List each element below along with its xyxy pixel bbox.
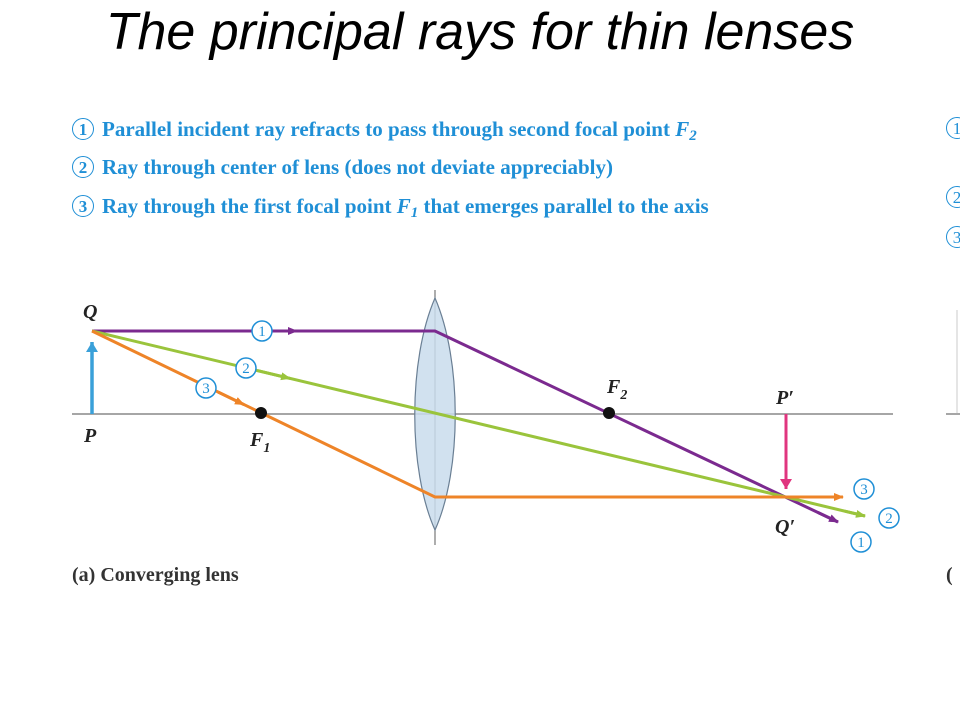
legend-text: Ray through the first focal point (102, 194, 397, 218)
legend-symbol: F (675, 117, 690, 141)
label-P-prime: P′ (775, 387, 794, 409)
ray-2-badge-number: 2 (242, 361, 250, 377)
page-title: The principal rays for thin lenses (105, 3, 855, 61)
label-F2: F2 (606, 376, 627, 403)
ray-3-exit-badge: 3 (853, 478, 875, 500)
legend-symbol: F (396, 194, 411, 218)
ray-3-arrow (217, 390, 245, 406)
legend-item-2: 2 Ray through center of lens (does not de… (72, 155, 613, 180)
cropped-legend-1: 1 (946, 117, 960, 141)
legend-subscript: 2 (689, 128, 697, 144)
legend-number: 3 (72, 195, 94, 217)
legend-item-1: 1 Parallel incident ray refracts to pass … (72, 117, 697, 145)
cropped-legend-3: 3 (946, 226, 960, 250)
legend-subscript: 1 (410, 205, 419, 221)
ray-2-path (91, 329, 866, 518)
ray-2-exit-badge: 2 (878, 507, 900, 529)
legend-number: 1 (72, 118, 94, 140)
ray-3-badge-number: 3 (202, 381, 210, 397)
ray-3-exit-badge-number: 3 (860, 482, 868, 498)
ray-1-path (92, 329, 839, 524)
ray-1-badge: 1 (251, 320, 273, 342)
ray-2-arrow (257, 369, 291, 381)
caption-part: (a) (72, 564, 96, 586)
label-P: P (83, 425, 97, 447)
cropped-caption: ( (946, 564, 953, 586)
legend-text-after: that emerges parallel to the axis (418, 194, 709, 218)
legend-text: Ray through center of lens (does not dev… (102, 155, 613, 179)
focal-point-2 (603, 407, 615, 419)
ray-1-badge-number: 1 (258, 324, 266, 340)
caption-text: Converging lens (100, 564, 239, 586)
label-F2-symbol: F (606, 376, 621, 398)
focal-point-1 (255, 407, 267, 419)
label-F2-subscript: 2 (619, 388, 627, 403)
figure-caption: (a) Converging lens (72, 564, 239, 587)
ray-2-exit-arrow (844, 509, 866, 518)
ray-1-exit-arrow (817, 511, 839, 524)
ray-2-exit-badge-number: 2 (885, 511, 893, 527)
label-F1-symbol: F (249, 429, 264, 451)
legend-number: 2 (72, 156, 94, 178)
ray-1-exit-badge: 1 (850, 531, 872, 553)
ray-1-exit-badge-number: 1 (857, 535, 865, 551)
legend-item-3: 3 Ray through the first focal point F1 th… (72, 194, 709, 222)
legend-text: Parallel incident ray refracts to pass t… (102, 117, 676, 141)
ray-2-badge: 2 (235, 357, 257, 379)
ray-3-badge: 3 (195, 377, 217, 399)
label-Q-prime: Q′ (775, 516, 795, 538)
cropped-legend-2: 2 (946, 186, 960, 210)
label-Q: Q (83, 301, 97, 323)
label-F1-subscript: 1 (263, 441, 270, 456)
label-F1: F1 (249, 429, 270, 456)
